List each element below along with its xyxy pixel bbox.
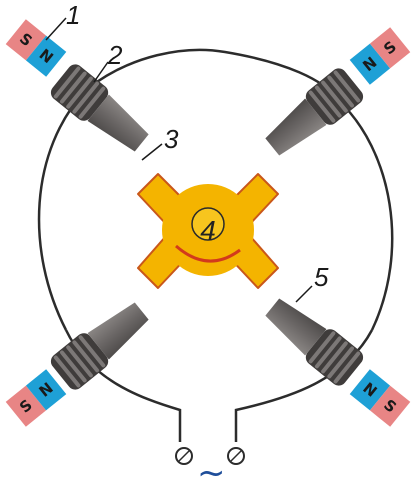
- rotor: 4: [137, 173, 279, 289]
- terminal-left: [175, 447, 193, 465]
- leader-5: [295, 285, 313, 303]
- wire-loop: [85, 48, 340, 101]
- lead-right: [234, 329, 374, 442]
- magnet-bottom-left: S N: [5, 369, 67, 427]
- magnet-top-right: N S: [349, 27, 411, 85]
- label-2: 2: [107, 40, 123, 70]
- wire-right: [337, 99, 394, 331]
- label-5: 5: [314, 262, 329, 292]
- label-4: 4: [200, 215, 216, 246]
- electromagnet-top-left: [47, 61, 155, 160]
- magnet-top-left: S N: [5, 19, 67, 77]
- leader-1: [45, 17, 67, 41]
- terminal-right: [227, 447, 245, 465]
- ac-symbol: ~: [197, 453, 226, 486]
- wire-left: [37, 89, 87, 331]
- electromagnet-bottom-right: [259, 290, 367, 389]
- electromagnet-bottom-left: [47, 294, 155, 393]
- leader-2: [93, 61, 109, 83]
- leader-3: [141, 143, 163, 161]
- label-3: 3: [164, 124, 179, 154]
- label-1: 1: [66, 0, 80, 30]
- rotation-arrow: [175, 244, 241, 263]
- magnet-bottom-right: N S: [349, 369, 411, 427]
